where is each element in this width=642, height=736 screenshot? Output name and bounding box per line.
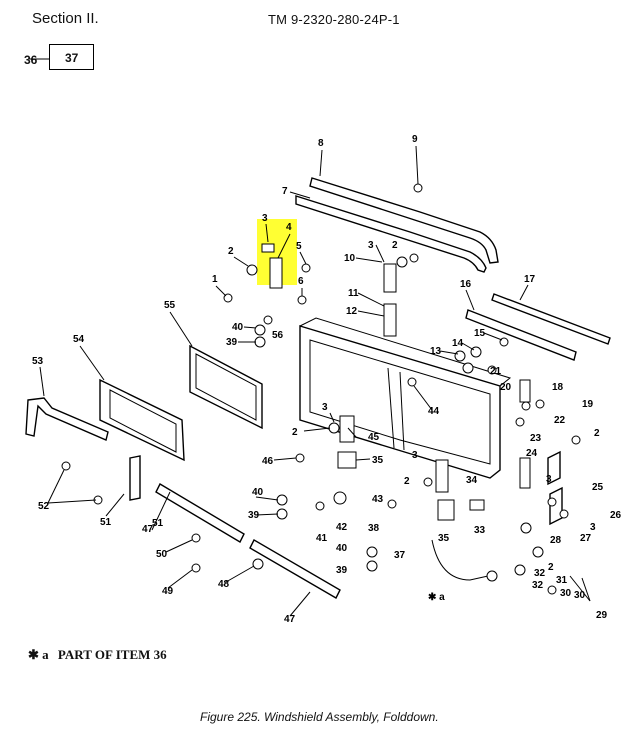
manual-number: TM 9-2320-280-24P-1 [268, 12, 400, 27]
callout: 33 [474, 525, 486, 536]
part-outer-frame [99, 378, 185, 462]
callout: 25 [592, 482, 604, 493]
callout: 2 [404, 476, 410, 487]
callout: 29 [596, 610, 608, 621]
callout: 2 [392, 240, 398, 251]
callout: 23 [530, 433, 542, 444]
callout: 40 [336, 543, 348, 554]
part-cable [431, 539, 498, 582]
part-seal-strips [465, 293, 611, 361]
callout: 37 [394, 550, 406, 561]
callout: 48 [218, 579, 230, 590]
callout: 44 [428, 406, 440, 417]
callout: 1 [212, 274, 218, 285]
callout: 32 [532, 580, 544, 591]
callout: 54 [73, 334, 85, 345]
callout: 51 [100, 517, 112, 528]
part-glass [189, 344, 263, 430]
callout: 9 [412, 134, 418, 145]
callout: 53 [32, 356, 44, 367]
callout: 2 [594, 428, 600, 439]
callout: 39 [336, 565, 348, 576]
callout: 39 [248, 510, 260, 521]
callout: 38 [368, 523, 380, 534]
callout: 52 [38, 501, 50, 512]
callout: 7 [282, 186, 288, 197]
callout-labels: 8 9 7 3 4 2 5 1 6 3 2 10 11 12 55 54 53 … [32, 134, 622, 625]
leader-lines [39, 145, 591, 617]
callout: 14 [452, 338, 464, 349]
callout: 35 [372, 455, 384, 466]
figure-item-number: 37 [65, 51, 79, 65]
callout: 5 [296, 241, 302, 252]
callout: 32 [534, 568, 546, 579]
callout: 27 [580, 533, 592, 544]
callout: 35 [438, 533, 450, 544]
callout: 51 [152, 518, 164, 529]
callout: 20 [500, 382, 512, 393]
callout: 3 [590, 522, 596, 533]
callout: 15 [474, 328, 486, 339]
callout: 39 [226, 337, 238, 348]
callout: 17 [524, 274, 536, 285]
callout: 2 [292, 427, 298, 438]
callout: 40 [252, 487, 264, 498]
callout: 12 [346, 306, 358, 317]
part-weatherstrips [155, 483, 341, 599]
part-right-hinges [547, 450, 563, 526]
part-fasteners [61, 183, 581, 595]
callout: 43 [372, 494, 384, 505]
section-label: Section II. [32, 10, 99, 27]
callout: 3 [262, 213, 268, 224]
callout: 21 [490, 366, 502, 377]
callout: 49 [162, 586, 174, 597]
part-hinge-plate [129, 455, 141, 501]
part-top-rails [295, 177, 499, 273]
callout: 4 [286, 222, 292, 233]
callout: 46 [262, 456, 274, 467]
callout: 2 [548, 562, 554, 573]
callout: 3 [412, 450, 418, 461]
callout: 3 [322, 402, 328, 413]
callout: 24 [526, 448, 538, 459]
footnote: ✱ a PART OF ITEM 36 [28, 647, 167, 663]
diagram-note: ✱ a [428, 592, 445, 603]
callout: 8 [318, 138, 324, 149]
callout: 50 [156, 549, 168, 560]
callout: 40 [232, 322, 244, 333]
callout: 6 [298, 276, 304, 287]
callout: 22 [554, 415, 566, 426]
callout: 3 [546, 474, 552, 485]
callout: 45 [368, 432, 380, 443]
callout: 18 [552, 382, 564, 393]
callout: 47 [142, 524, 154, 535]
callout: 55 [164, 300, 176, 311]
callout: 13 [430, 346, 442, 357]
part-windshield-frame [299, 317, 512, 479]
callout: 31 [556, 575, 568, 586]
callout: 42 [336, 522, 348, 533]
callout: 41 [316, 533, 328, 544]
callout: 47 [284, 614, 296, 625]
footnote-symbol: ✱ a [28, 647, 49, 662]
callout: 56 [272, 330, 284, 341]
callout: 11 [348, 288, 359, 299]
callout: 19 [582, 399, 594, 410]
callout: 10 [344, 253, 356, 264]
callout: 16 [460, 279, 472, 290]
callout: 34 [466, 475, 478, 486]
part-bracket-53 [25, 397, 109, 441]
callout: 2 [228, 246, 234, 257]
figure-item-box: 37 [49, 44, 94, 70]
callout: 30 [560, 588, 572, 599]
callout: 3 [368, 240, 374, 251]
callout: 30 [574, 590, 586, 601]
callout: 28 [550, 535, 562, 546]
group-number: 36 [24, 53, 38, 67]
footnote-text: PART OF ITEM 36 [57, 647, 167, 662]
figure-caption: Figure 225. Windshield Assembly, Folddow… [200, 710, 439, 724]
callout: 26 [610, 510, 622, 521]
